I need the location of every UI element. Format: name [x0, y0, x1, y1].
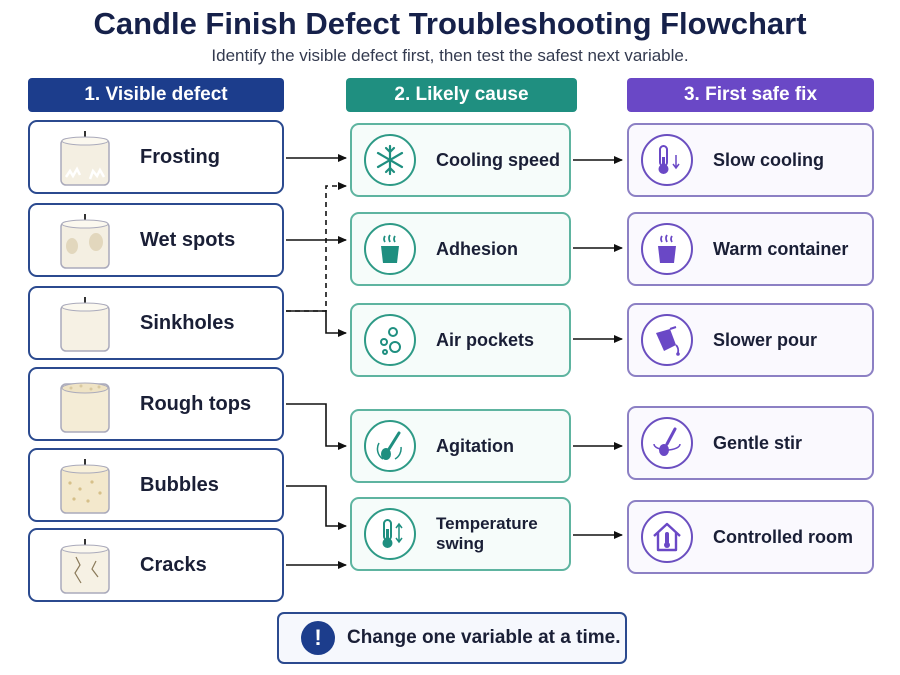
cause-label: Cooling speed	[436, 149, 561, 170]
fix-label: Controlled room	[713, 526, 853, 547]
stirring-spoon-icon	[364, 420, 416, 472]
wet-spot-candle-icon	[60, 214, 110, 269]
cause-air-pockets: Air pockets	[350, 303, 571, 377]
steaming-cup-icon	[364, 223, 416, 275]
cause-label-line-2: swing	[436, 534, 485, 553]
exclamation-icon: !	[301, 621, 335, 655]
column-header-defect: 1. Visible defect	[28, 78, 284, 112]
connector-sinkholes-cooling	[286, 182, 347, 312]
cause-cooling-speed: Cooling speed	[350, 123, 571, 197]
thermometer-arrows-icon	[364, 508, 416, 560]
cause-label: Temperature swing	[436, 514, 538, 554]
cause-label-line-1: Temperature	[436, 514, 538, 533]
fix-controlled-room: Controlled room	[627, 500, 874, 574]
rough-top-candle-icon	[60, 382, 110, 433]
fix-warm-container: Warm container	[627, 212, 874, 286]
tip-note: ! Change one variable at a time.	[277, 612, 627, 664]
defect-label: Frosting	[140, 145, 220, 168]
house-thermometer-icon	[641, 511, 693, 563]
defect-rough-tops: Rough tops	[28, 367, 284, 441]
tip-text: Change one variable at a time.	[347, 627, 621, 648]
page-subtitle: Identify the visible defect first, then …	[211, 46, 689, 65]
frosted-candle-icon	[60, 131, 110, 186]
defect-label: Bubbles	[140, 473, 219, 496]
defect-bubbles: Bubbles	[28, 448, 284, 522]
defect-sinkholes: Sinkholes	[28, 286, 284, 360]
sinkhole-candle-icon	[60, 297, 110, 352]
connector-sinkholes-airpockets	[286, 310, 347, 337]
defect-frosting: Frosting	[28, 120, 284, 194]
connector-bubbles-agitation	[286, 485, 347, 530]
defect-label: Rough tops	[140, 392, 252, 415]
gentle-stir-icon	[641, 417, 693, 469]
column-header-cause: 2. Likely cause	[346, 78, 577, 112]
bubbles-icon	[364, 314, 416, 366]
snowflake-icon	[364, 134, 416, 186]
cracked-candle-icon	[60, 539, 110, 594]
fix-label: Slower pour	[713, 329, 818, 350]
column-header-fix: 3. First safe fix	[627, 78, 874, 112]
defect-label: Wet spots	[140, 228, 236, 251]
page-title: Candle Finish Defect Troubleshooting Flo…	[93, 6, 807, 41]
fix-slower-pour: Slower pour	[627, 303, 874, 377]
pouring-pitcher-icon	[641, 314, 693, 366]
fix-label: Slow cooling	[713, 149, 824, 170]
cause-adhesion: Adhesion	[350, 212, 571, 286]
defect-wet-spots: Wet spots	[28, 203, 284, 277]
warm-cup-icon	[641, 223, 693, 275]
fix-label: Warm container	[713, 238, 849, 259]
cause-label: Agitation	[436, 435, 514, 456]
defect-cracks: Cracks	[28, 528, 284, 602]
fix-label: Gentle stir	[713, 432, 803, 453]
cause-label: Adhesion	[436, 238, 519, 259]
cause-label: Air pockets	[436, 329, 535, 350]
cause-temperature-swing: Temperature swing	[350, 497, 571, 571]
defect-label: Cracks	[140, 553, 207, 576]
thermometer-down-icon	[641, 134, 693, 186]
fix-gentle-stir: Gentle stir	[627, 406, 874, 480]
connector-roughtops-agitation	[286, 403, 347, 450]
fix-slow-cooling: Slow cooling	[627, 123, 874, 197]
cause-agitation: Agitation	[350, 409, 571, 483]
defect-label: Sinkholes	[140, 311, 235, 334]
bubbled-candle-icon	[60, 459, 110, 514]
